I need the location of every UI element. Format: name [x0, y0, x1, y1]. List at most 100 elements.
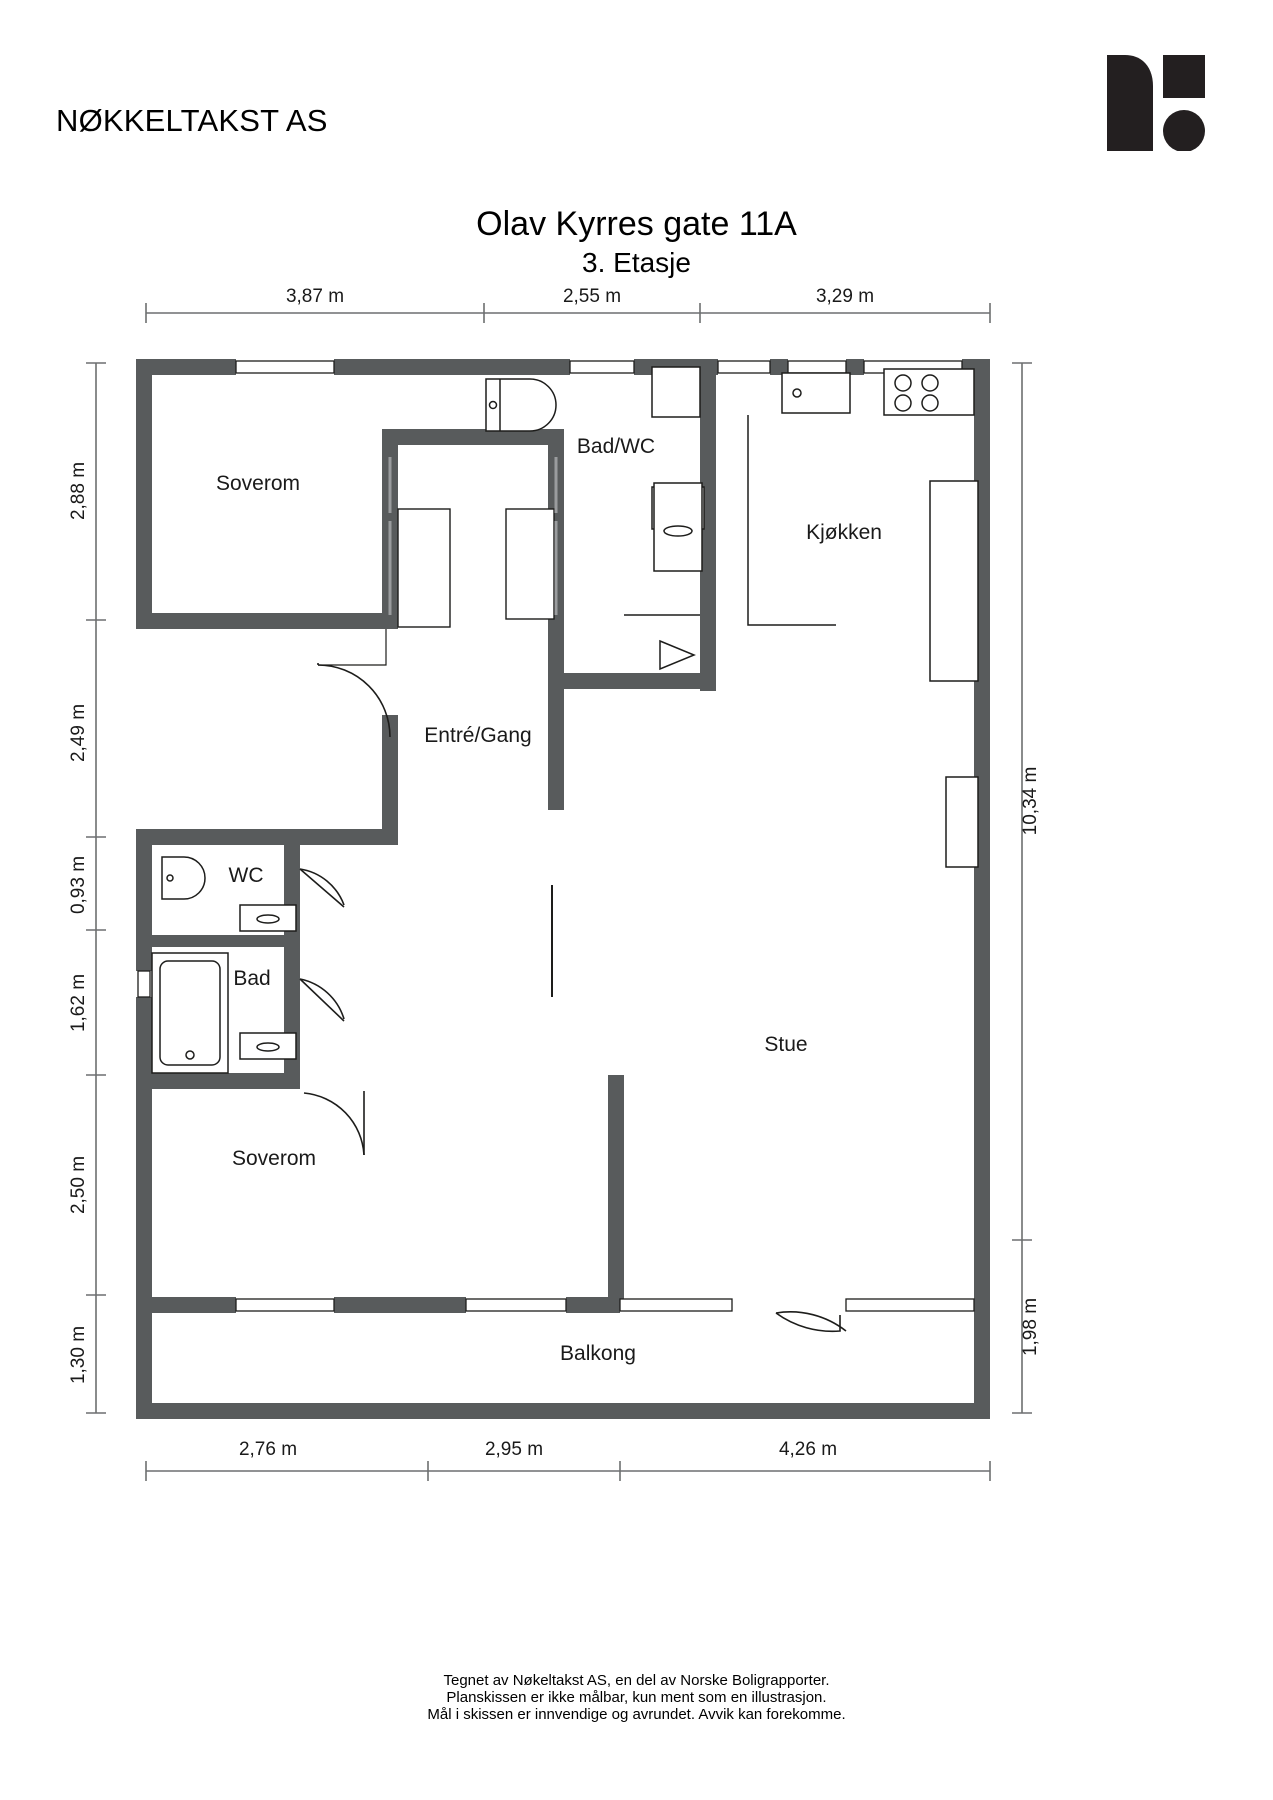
dim-label-left-2: 0,93 m — [68, 856, 89, 914]
wall-top-d — [770, 359, 788, 375]
window-top-3 — [717, 360, 771, 374]
room-label-entre-gang: Entré/Gang — [424, 724, 531, 747]
bad-basin — [256, 1042, 280, 1052]
room-label-bad: Bad — [233, 967, 270, 990]
window-left-bad — [137, 970, 151, 998]
wall-top-b — [334, 359, 570, 375]
wall-top-a — [136, 359, 236, 375]
dim-label-top-2: 3,29 m — [816, 286, 874, 307]
kitchen-counter-left — [747, 415, 836, 626]
footer-line-1: Tegnet av Nøkeltakst AS, en del av Norsk… — [443, 1672, 830, 1689]
dim-label-right-0: 10,34 m — [1020, 767, 1041, 836]
fixtures-kjokken — [624, 368, 979, 868]
dim-label-left-5: 1,30 m — [68, 1326, 89, 1384]
door-arc-soverom-top — [317, 664, 391, 738]
door-leaf-balkong — [775, 1312, 841, 1333]
sliding-tracks — [388, 457, 558, 615]
doors-group — [299, 629, 847, 1333]
room-label-balkong: Balkong — [560, 1342, 636, 1365]
door-arc-bad — [299, 978, 345, 1020]
window-balkong-1 — [235, 1298, 335, 1312]
walls-group — [136, 359, 990, 1419]
stove-burner-3 — [894, 394, 912, 412]
kitchen-tall-cabinet — [929, 480, 979, 682]
room-label-kjokken: Kjøkken — [806, 521, 882, 544]
wall-hall-left — [382, 715, 398, 845]
closet-doors-group — [397, 508, 555, 628]
bathtub-drain — [185, 1050, 195, 1060]
dimension-group-bottom — [145, 1461, 991, 1481]
wall-badwc-right — [700, 367, 716, 691]
dim-label-bottom-2: 4,26 m — [779, 1439, 837, 1460]
wall-wc-right — [284, 841, 300, 949]
footer-line-3: Mål i skissen er innvendige og avrundet.… — [427, 1705, 846, 1723]
page-subtitle: 3. Etasje — [582, 247, 691, 279]
dimension-group-right — [1012, 362, 1032, 1414]
kitchen-sink-drain — [792, 388, 802, 398]
toilet-wc — [161, 856, 206, 900]
closet-panel-2 — [505, 508, 555, 620]
wc-basin — [256, 914, 280, 924]
wall-balkong-c — [566, 1297, 620, 1313]
wall-left-upper — [136, 359, 152, 629]
wall-badwc-top — [382, 429, 564, 445]
footer-line-2: Planskissen er ikke målbar, kun ment som… — [446, 1688, 827, 1706]
wall-balkong-b — [334, 1297, 466, 1313]
dim-label-left-3: 1,62 m — [68, 974, 89, 1032]
badwc-basin — [663, 525, 693, 537]
title-block: Olav Kyrres gate 11A 3. Etasje — [0, 205, 1273, 280]
window-top-4 — [787, 360, 847, 374]
logo-flag-shape — [1107, 55, 1153, 151]
toilet-badwc-flush — [488, 400, 498, 410]
badwc-cabinet — [651, 366, 701, 418]
wall-bottom — [136, 1403, 990, 1419]
stove-burner-4 — [921, 394, 939, 412]
kitchen-sink-unit — [781, 372, 851, 414]
dim-label-left-0: 2,88 m — [68, 462, 89, 520]
room-label-stue: Stue — [764, 1033, 807, 1056]
window-balkong-2 — [465, 1298, 567, 1312]
wall-left-lower — [136, 1101, 152, 1419]
dimension-group-top — [145, 303, 991, 323]
room-labels-group: Soverom Bad/WC Kjøkken Entré/Gang WC Bad… — [216, 435, 882, 1365]
wall-balkong-a — [136, 1297, 236, 1313]
dimension-group-left — [86, 362, 106, 1414]
wall-top-e — [846, 359, 864, 375]
wall-wc-bottom — [152, 935, 300, 947]
wall-hall-bottom — [136, 829, 398, 845]
door-arc-soverom-bottom — [303, 1092, 365, 1156]
wall-hall-right-lower — [548, 675, 564, 810]
fixtures-bad — [151, 952, 297, 1074]
dim-label-top-0: 3,87 m — [286, 286, 344, 307]
dim-label-bottom-0: 2,76 m — [239, 1439, 297, 1460]
door-arc-wc — [299, 868, 345, 906]
wall-soverom-bottom-right — [608, 1075, 624, 1305]
window-stue-door-1 — [619, 1298, 733, 1312]
fixtures-badwc — [485, 366, 705, 572]
dim-label-left-1: 2,49 m — [68, 704, 89, 762]
door-leaf-wc — [299, 868, 345, 908]
stue-arrow-marker — [659, 639, 696, 671]
dim-label-top-1: 2,55 m — [563, 286, 621, 307]
wall-bad-bottom — [136, 1073, 300, 1089]
dim-label-right-1: 1,98 m — [1020, 1298, 1041, 1356]
logo-square-shape — [1163, 55, 1205, 98]
door-leaf-bad — [299, 978, 345, 1022]
wall-bad-right — [284, 947, 300, 1085]
company-name: NØKKELTAKST AS — [56, 103, 328, 138]
footer-disclaimer: Tegnet av Nøkeltakst AS, en del av Norsk… — [0, 1672, 1273, 1723]
window-top-2 — [569, 360, 635, 374]
window-stue-door-2 — [845, 1298, 975, 1312]
room-label-wc: WC — [229, 864, 264, 887]
door-frame-soverom-top — [318, 629, 387, 666]
windows-group — [137, 360, 975, 1312]
room-label-bad-wc: Bad/WC — [577, 435, 655, 458]
logo-circle-shape — [1163, 110, 1205, 151]
floorplan-drawing: 3,87 m 2,55 m 3,29 m 2,88 m 2,49 m 0,93 … — [0, 285, 1273, 1705]
dim-label-left-4: 2,50 m — [68, 1156, 89, 1214]
toilet-badwc — [485, 378, 557, 432]
bathtub-inner — [159, 960, 221, 1066]
kitchen-side-unit — [945, 776, 979, 868]
room-label-soverom-bottom: Soverom — [232, 1147, 316, 1170]
